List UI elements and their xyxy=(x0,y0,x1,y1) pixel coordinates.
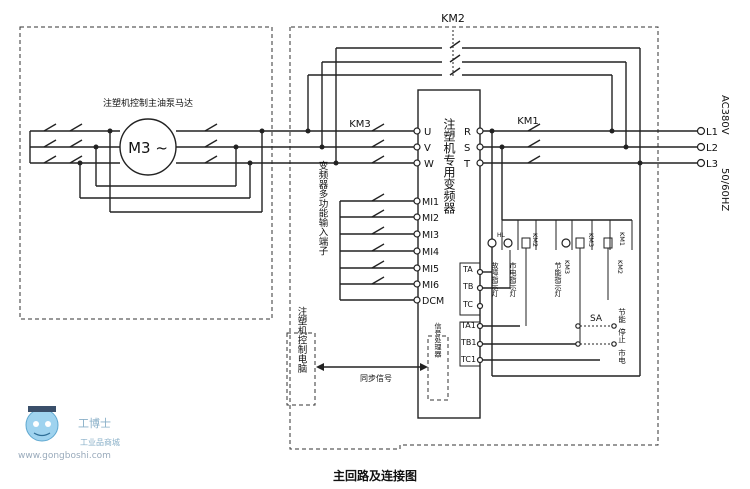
inverter-title: 注塑机专用变频器 xyxy=(442,117,456,215)
sa-switch xyxy=(575,323,617,347)
km2-label: KM2 xyxy=(441,12,465,25)
watermark-sub: 工业品商城 xyxy=(80,437,120,447)
ind-km2b: KM2 xyxy=(616,260,624,274)
indicator-rack xyxy=(487,219,633,344)
terminal-t: T xyxy=(463,159,471,170)
terminal-mi2: MI2 xyxy=(422,213,439,224)
terminal-v: V xyxy=(424,143,431,154)
terminal-s: S xyxy=(464,143,470,154)
terminal-w: W xyxy=(424,159,434,170)
frequency-label: 50/60HZ xyxy=(719,168,730,211)
terminal-mi6: MI6 xyxy=(422,280,439,291)
voltage-label: AC380V xyxy=(719,95,730,135)
terminal-tb: TB xyxy=(462,282,473,291)
processor-label: 信号处理器 xyxy=(434,322,442,359)
terminal-dcm: DCM xyxy=(422,296,444,307)
output-terminals xyxy=(413,127,421,167)
line-l1: L1 xyxy=(706,127,718,138)
ind-energy: 节能指示灯 xyxy=(554,262,562,298)
computer-box xyxy=(286,332,316,406)
km2-bypass xyxy=(308,30,643,166)
ind-fault: 故障指示灯 xyxy=(491,261,499,298)
terminal-r: R xyxy=(464,127,471,138)
terminal-mi5: MI5 xyxy=(422,264,439,275)
processor-box xyxy=(427,335,449,401)
ind-hl: HL xyxy=(497,232,506,239)
terminal-ta: TA xyxy=(462,265,473,274)
ind-km3: KM3 xyxy=(563,260,571,274)
mi-lines xyxy=(339,193,421,304)
motor-right-lines xyxy=(176,48,414,212)
ind-km3b: KM3 xyxy=(587,233,595,247)
motor-box xyxy=(19,26,273,320)
terminal-tb1: TB1 xyxy=(460,338,476,347)
motor-left-lines xyxy=(29,123,262,213)
sa-mains: 市电 xyxy=(617,348,626,365)
relay-terminals xyxy=(459,163,641,377)
cabinet-box-left xyxy=(289,27,400,450)
cabinet-box-right xyxy=(290,26,659,449)
terminal-u: U xyxy=(424,127,431,138)
motor-title: 注塑机控制主油泵马达 xyxy=(103,97,193,109)
terminal-ta1: TA1 xyxy=(460,321,476,330)
sync-arrow xyxy=(316,363,428,371)
motor-label: M3 ~ xyxy=(128,139,168,157)
ind-mains: 市电指示灯 xyxy=(509,261,517,298)
watermark-brand: 工博士 xyxy=(78,417,111,430)
line-l3: L3 xyxy=(706,159,718,170)
km1-label: KM1 xyxy=(517,116,539,127)
robot-logo xyxy=(25,406,59,442)
terminal-tc1: TC1 xyxy=(460,355,476,364)
multi-input-label: 变频器多功能输入端子 xyxy=(317,160,329,256)
sa-energy: 节能 xyxy=(617,308,626,325)
watermark-url: www.gongboshi.com xyxy=(18,451,111,461)
ind-km1: KM1 xyxy=(618,232,626,246)
line-l2: L2 xyxy=(706,143,718,154)
diagram-caption: 主回路及连接图 xyxy=(333,468,417,483)
terminal-mi1: MI1 xyxy=(422,197,439,208)
sa-stop: 停止 xyxy=(617,327,626,344)
ind-km2: KM2 xyxy=(531,233,539,247)
sync-label: 同步信号 xyxy=(360,373,392,383)
terminal-mi3: MI3 xyxy=(422,230,439,241)
computer-label: 注塑机控制电脑 xyxy=(296,306,308,374)
km3-label: KM3 xyxy=(349,119,371,130)
terminal-tc: TC xyxy=(462,300,473,309)
sa-label: SA xyxy=(590,314,603,324)
terminal-mi4: MI4 xyxy=(422,247,439,258)
